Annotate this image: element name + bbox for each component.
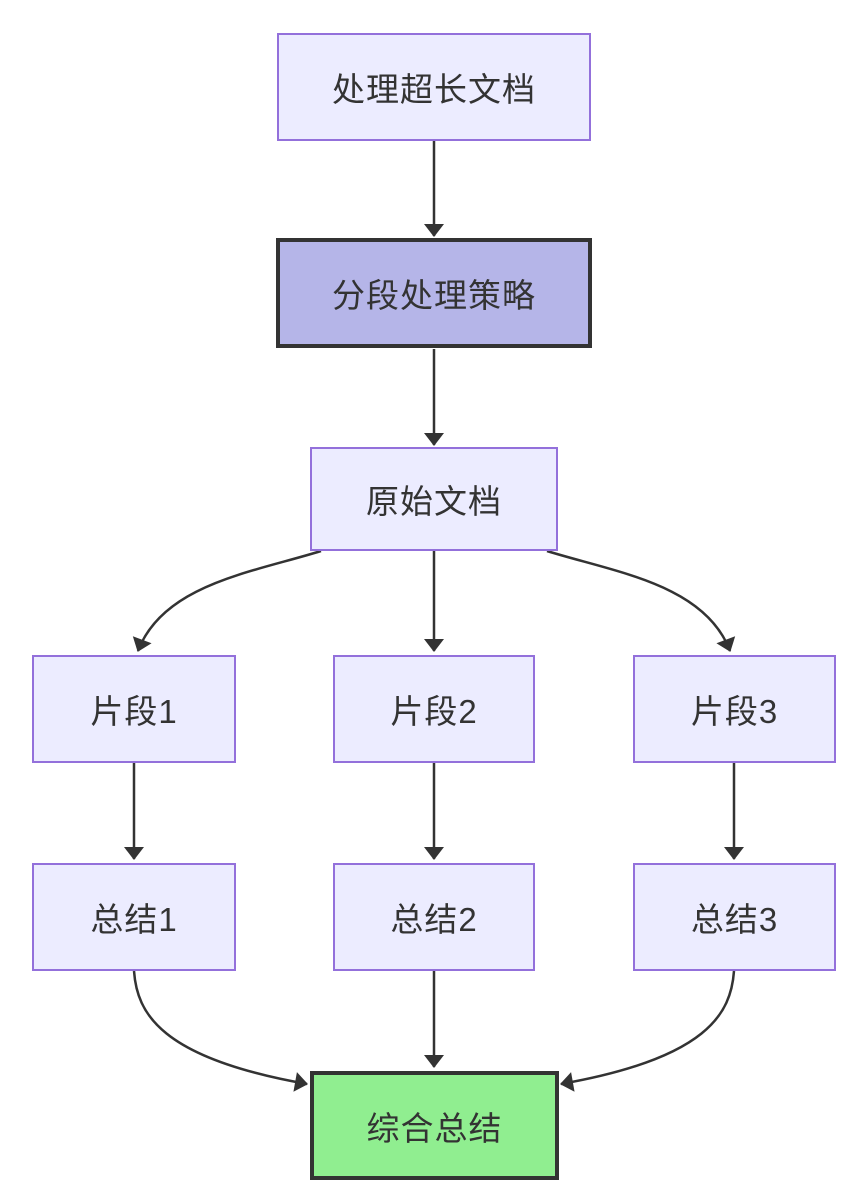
edge-e3-f — [560, 970, 736, 1092]
node-process-long-document: 处理超长文档 — [277, 33, 591, 141]
edge-c-d1 — [132, 549, 322, 652]
node-summary-2: 总结2 — [333, 863, 535, 971]
edge-c-d3 — [546, 549, 736, 652]
node-fragment-1: 片段1 — [32, 655, 236, 763]
edge-e1-f — [132, 970, 308, 1092]
node-final-summary: 综合总结 — [310, 1071, 559, 1180]
node-summary-3: 总结3 — [633, 863, 836, 971]
node-original-document: 原始文档 — [310, 447, 558, 551]
node-fragment-3: 片段3 — [633, 655, 836, 763]
node-summary-1: 总结1 — [32, 863, 236, 971]
node-segmentation-strategy: 分段处理策略 — [276, 238, 592, 348]
node-fragment-2: 片段2 — [333, 655, 535, 763]
